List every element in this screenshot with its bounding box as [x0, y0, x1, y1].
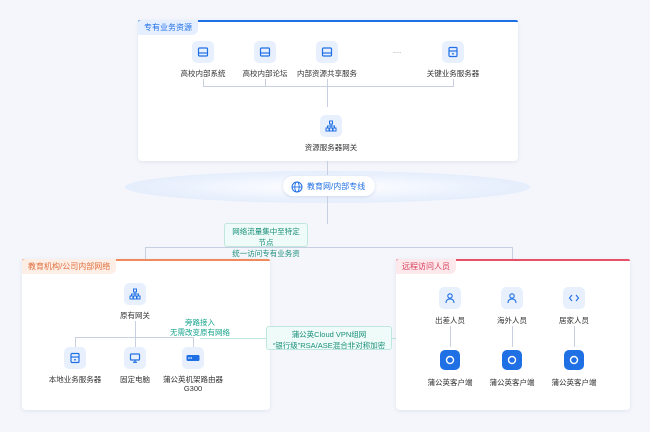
client-label: 蒲公英客户端 — [551, 378, 597, 387]
connector — [203, 79, 204, 86]
right-panel: 远程访问人员 出差人员 海外人员 居家人员 蒲公英客户端 蒲公英客户端 蒲公英客… — [396, 259, 630, 410]
connector — [145, 247, 512, 248]
traveler-label: 出差人员 — [435, 316, 465, 325]
note-line-1: 网络流量集中至特定节点 — [232, 227, 300, 247]
connector — [203, 86, 454, 87]
connector — [135, 321, 136, 337]
remote-home-label: 居家人员 — [559, 316, 589, 325]
connector — [135, 337, 136, 347]
router-label: 蒲公英机架路由器 — [163, 375, 223, 384]
connector — [145, 247, 146, 259]
person-icon — [439, 287, 461, 309]
connector — [193, 337, 194, 347]
client-label: 蒲公英客户端 — [427, 378, 473, 387]
router-model-label: G300 — [183, 384, 203, 393]
vpn-line-2: “银行级”RSA/ASE混合非对称加密 — [272, 341, 386, 350]
vpn-note: 蒲公英Cloud VPN组网 “银行级”RSA/ASE混合非对称加密 — [266, 326, 392, 350]
backbone-label: 教育网/内部专线 — [307, 182, 366, 191]
top-panel-title: 专有业务资源 — [138, 20, 198, 35]
person-icon — [501, 287, 523, 309]
node-label-sharing: 内部资源共享服务 — [297, 69, 357, 78]
connector — [75, 337, 76, 347]
fixed-pc-label: 固定电脑 — [120, 375, 150, 384]
connector — [512, 247, 513, 259]
backbone-pill — [283, 176, 375, 196]
top-panel-accent — [138, 20, 518, 22]
bypass-line-2: 无需改变原有网络 — [170, 328, 230, 337]
left-panel-title: 教育机构/公司内部网络 — [22, 259, 117, 274]
code-icon — [563, 287, 585, 309]
client-label: 蒲公英客户端 — [489, 378, 535, 387]
ellipsis: .... — [392, 46, 402, 55]
vpn-connector — [200, 338, 270, 339]
backbone-note: 网络流量集中至特定节点 统一访问专有业务资源 — [224, 223, 308, 269]
pgy-client-icon — [440, 350, 460, 370]
server-icon — [192, 41, 214, 63]
node-label-system: 高校内部系统 — [180, 69, 226, 78]
vpn-line-1: 蒲公英Cloud VPN组网 — [291, 330, 367, 339]
gateway-icon — [320, 115, 342, 137]
top-panel: 专有业务资源 高校内部系统 高校内部论坛 内部资源共享服务 .... 关键业务服… — [138, 20, 518, 161]
server-icon — [254, 41, 276, 63]
pgy-client-icon — [564, 350, 584, 370]
server-icon — [316, 41, 338, 63]
connector — [327, 196, 328, 224]
connector — [265, 79, 266, 86]
bypass-note: 旁路接入 无需改变原有网络 — [170, 318, 230, 338]
overseas-label: 海外人员 — [497, 316, 527, 325]
connector — [327, 79, 328, 107]
globe-icon — [291, 180, 303, 193]
gateway-label: 资源服务器网关 — [304, 143, 358, 152]
pgy-client-icon — [502, 350, 522, 370]
local-server-label: 本地业务服务器 — [48, 375, 102, 384]
original-gateway-label: 原有网关 — [120, 311, 150, 320]
gateway-icon — [124, 283, 146, 305]
connector — [75, 337, 193, 338]
right-panel-accent — [396, 259, 630, 261]
node-label-forum: 高校内部论坛 — [242, 69, 288, 78]
right-panel-title: 远程访问人员 — [396, 259, 456, 274]
vpn-connector — [391, 338, 396, 339]
connector — [512, 326, 513, 347]
database-icon — [442, 41, 464, 63]
node-label-key-server: 关键业务服务器 — [426, 69, 480, 78]
left-panel-accent — [22, 259, 270, 261]
monitor-icon — [124, 347, 146, 369]
connector — [450, 326, 451, 347]
server-icon — [64, 347, 86, 369]
connector — [453, 79, 454, 86]
connector — [327, 161, 328, 175]
left-panel: 教育机构/公司内部网络 原有网关 旁路接入 无需改变原有网络 本地业务服务器 固… — [22, 259, 270, 410]
router-icon — [182, 347, 204, 369]
connector — [574, 326, 575, 347]
bypass-line-1: 旁路接入 — [185, 318, 215, 327]
